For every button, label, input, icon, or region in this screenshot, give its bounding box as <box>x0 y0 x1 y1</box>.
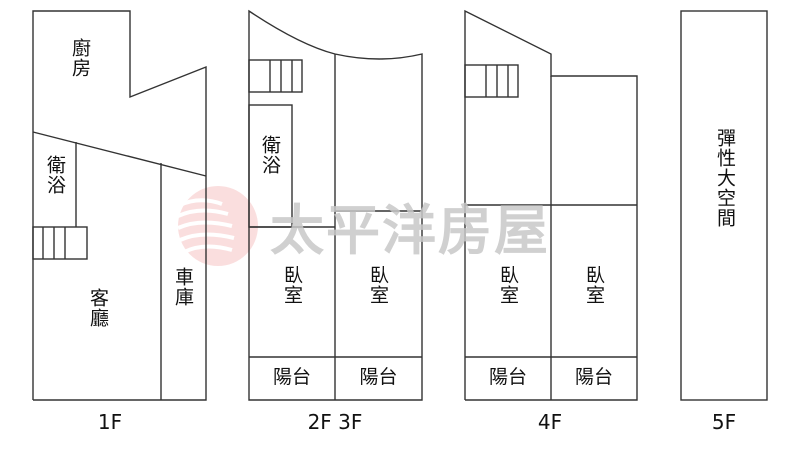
room-label-balcony: 陽台 <box>359 366 398 388</box>
floor-2f3f-walls <box>248 9 423 401</box>
room-label-balcony: 陽台 <box>488 366 527 388</box>
room-label-flexible-space: 彈性大空間 <box>714 128 736 228</box>
room-label-bedroom: 臥室 <box>281 265 303 305</box>
room-label-bedroom: 臥室 <box>497 265 519 305</box>
floor-label-5f: 5F <box>711 410 737 434</box>
room-label-living-room: 客廳 <box>87 288 109 328</box>
floor-label-2f3f: 2F 3F <box>307 410 363 434</box>
room-label-balcony: 陽台 <box>272 366 311 388</box>
room-label-kitchen: 廚房 <box>69 38 91 78</box>
room-label-balcony: 陽台 <box>574 366 613 388</box>
floor-4f-stairs-icon <box>464 64 519 98</box>
room-label-bedroom: 臥室 <box>367 265 389 305</box>
floor-label-1f: 1F <box>97 410 123 434</box>
floor-label-4f: 4F <box>537 410 563 434</box>
watermark-logo-icon <box>177 186 258 266</box>
watermark-brand-text: 太平洋房屋 <box>270 198 550 262</box>
floor-5f-walls <box>680 10 768 401</box>
room-label-bathroom: 衛浴 <box>44 155 66 195</box>
room-label-bathroom: 衛浴 <box>259 135 281 175</box>
floor-4f-walls <box>464 9 638 401</box>
room-label-garage: 車庫 <box>172 267 194 307</box>
floor-1f-stairs-icon <box>32 226 88 260</box>
floor-1f-walls <box>32 10 207 401</box>
floor-2f3f-stairs-icon <box>248 59 303 93</box>
room-label-bedroom: 臥室 <box>583 265 605 305</box>
